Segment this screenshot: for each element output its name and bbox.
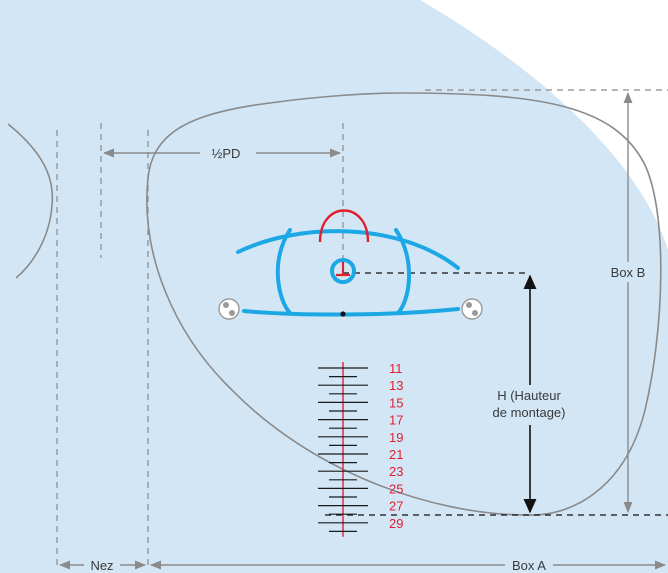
scale-number: 25 (389, 481, 403, 496)
nez-label: Nez (90, 558, 113, 573)
lens-markings (236, 228, 460, 317)
fitting-cross-circle (330, 258, 356, 284)
fitting-height-scale: 11 13 15 17 19 21 23 25 27 29 (318, 361, 403, 537)
scale-number: 17 (389, 413, 403, 428)
scale-number: 27 (389, 499, 403, 514)
fitting-cross (336, 262, 350, 277)
scale-number: 29 (389, 516, 403, 531)
prism-reference-dot (340, 311, 346, 317)
scale-number: 15 (389, 395, 403, 410)
box-a-label: Box A (512, 558, 546, 573)
scale-number: 13 (389, 378, 403, 393)
scale-number: 23 (389, 464, 403, 479)
box-b-label: Box B (611, 265, 646, 280)
right-engraving-mark (461, 298, 483, 320)
guide-lines (56, 89, 668, 567)
half-pd-label: ½PD (212, 146, 241, 161)
left-engraving-mark (218, 298, 240, 320)
scale-number: 11 (389, 361, 403, 376)
upper-blue-arc (236, 229, 460, 270)
scale-number: 19 (389, 430, 403, 445)
fitting-height-label-line2: de montage) (493, 405, 566, 420)
fitting-height-label-line1: H (Hauteur (497, 388, 561, 403)
scale-number: 21 (389, 447, 403, 462)
lower-blue-arc (242, 307, 460, 317)
left-corridor-line (275, 228, 292, 315)
lens-frame-outline (146, 92, 662, 516)
far-vision-arc (318, 209, 370, 243)
right-corridor-line (394, 228, 411, 315)
nose-frame-outline (7, 123, 54, 279)
